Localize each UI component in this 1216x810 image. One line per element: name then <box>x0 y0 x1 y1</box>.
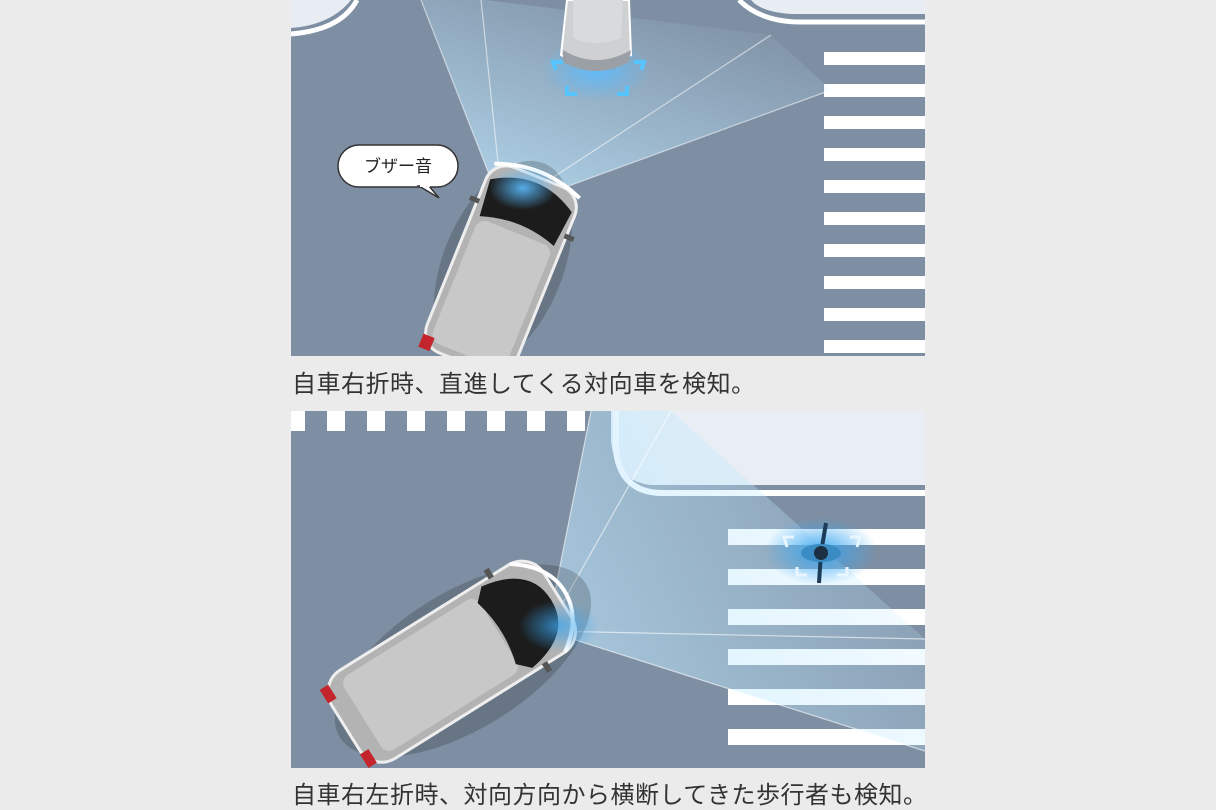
sensor-glow <box>489 166 557 210</box>
detection-bracket-icon <box>781 535 863 577</box>
scene-bottom-illustration <box>291 411 925 768</box>
curb-top-left-line <box>291 0 360 37</box>
caption-oncoming-car: 自車右折時、直進してくる対向車を検知。 <box>292 370 756 398</box>
sensor-beam <box>421 0 831 210</box>
sensor-beam <box>547 411 925 751</box>
scene-top-illustration: ブザー音 <box>291 0 925 356</box>
scene-oncoming-car: ブザー音 <box>291 0 925 356</box>
caption-pedestrian: 自車右左折時、対向方向から横断してきた歩行者も検知。 <box>292 781 928 809</box>
pedestrian <box>765 517 877 585</box>
curb-top-right-line <box>737 0 925 25</box>
crosswalk <box>824 52 925 353</box>
curb-top-left <box>291 0 351 28</box>
sensor-glow <box>519 600 599 652</box>
scene-pedestrian <box>291 411 925 768</box>
buzzer-label: ブザー音 <box>364 156 432 177</box>
buzzer-speech-bubble: ブザー音 <box>337 144 459 199</box>
curb-top-right <box>751 0 925 14</box>
detection-bracket-icon <box>550 60 647 96</box>
